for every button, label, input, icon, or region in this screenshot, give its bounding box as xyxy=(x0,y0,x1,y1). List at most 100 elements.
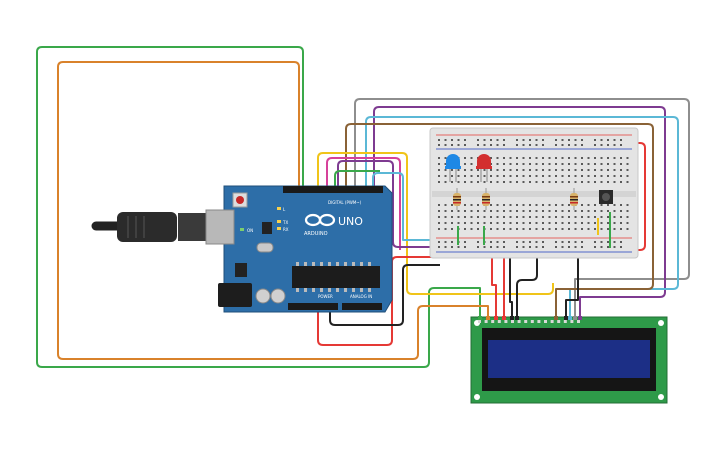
breadboard-hole xyxy=(522,210,525,212)
breadboard-hole xyxy=(438,139,440,141)
breadboard-hole xyxy=(568,169,570,171)
breadboard-hole xyxy=(444,204,447,206)
breadboard-hole xyxy=(438,228,440,230)
breadboard-hole xyxy=(613,169,616,171)
breadboard-hole xyxy=(581,210,583,212)
breadboard-hole xyxy=(600,204,603,206)
breadboard-hole xyxy=(620,175,622,177)
breadboard-hole xyxy=(568,228,570,230)
breadboard-hole xyxy=(509,175,512,177)
breadboard-hole xyxy=(574,210,577,212)
lcd-pin xyxy=(537,320,541,323)
breadboard-hole xyxy=(613,222,616,224)
breadboard-hole xyxy=(522,181,525,183)
breadboard-hole xyxy=(561,157,564,159)
breadboard-hole xyxy=(613,175,616,177)
breadboard-hole xyxy=(444,241,447,243)
breadboard-hole xyxy=(548,157,551,159)
breadboard-hole xyxy=(509,216,512,218)
breadboard-hole xyxy=(600,144,603,146)
breadboard-hole xyxy=(464,228,466,230)
breadboard-hole xyxy=(496,144,499,146)
breadboard-hole xyxy=(626,216,629,218)
breadboard-hole xyxy=(438,204,440,206)
breadboard-hole xyxy=(594,157,596,159)
breadboard-hole xyxy=(529,175,531,177)
breadboard-hole xyxy=(600,139,603,141)
breadboard-hole xyxy=(613,241,616,243)
breadboard-hole xyxy=(594,181,596,183)
breadboard-hole xyxy=(620,241,622,243)
breadboard-hole xyxy=(600,228,603,230)
breadboard-hole xyxy=(477,216,479,218)
breadboard-hole xyxy=(503,144,505,146)
breadboard-hole xyxy=(535,169,538,171)
breadboard-hole xyxy=(464,163,466,165)
breadboard-hole xyxy=(620,222,622,224)
breadboard-hole xyxy=(613,139,616,141)
breadboard-hole xyxy=(581,241,583,243)
breadboard-hole xyxy=(542,157,544,159)
breadboard-hole xyxy=(483,222,486,224)
on-label: ON xyxy=(247,228,253,233)
breadboard-hole xyxy=(503,228,505,230)
breadboard-hole xyxy=(607,157,609,159)
breadboard-hole xyxy=(438,241,440,243)
breadboard-hole xyxy=(444,157,447,159)
breadboard-hole xyxy=(470,210,473,212)
power-label: POWER xyxy=(318,294,333,299)
wire-pink xyxy=(326,157,401,250)
lcd-pin xyxy=(577,320,580,323)
breadboard-hole xyxy=(457,210,460,212)
breadboard-hole xyxy=(548,175,551,177)
breadboard-hole xyxy=(444,169,447,171)
breadboard-hole xyxy=(620,169,622,171)
breadboard-hole xyxy=(490,169,492,171)
breadboard-hole xyxy=(587,228,590,230)
breadboard-hole xyxy=(529,222,531,224)
breadboard-hole xyxy=(535,216,538,218)
breadboard-hole xyxy=(607,144,609,146)
breadboard-hole xyxy=(594,246,596,248)
breadboard-hole xyxy=(607,210,609,212)
breadboard-hole xyxy=(451,210,453,212)
breadboard-hole xyxy=(516,228,518,230)
breadboard-hole xyxy=(490,175,492,177)
breadboard-hole xyxy=(503,139,505,141)
breadboard-hole xyxy=(561,144,564,146)
breadboard-hole xyxy=(620,246,622,248)
breadboard-hole xyxy=(561,204,564,206)
breadboard-hole xyxy=(542,175,544,177)
breadboard-hole xyxy=(561,246,564,248)
wire-black-lcd-2 xyxy=(516,252,538,318)
breadboard-hole xyxy=(535,246,538,248)
breadboard-hole xyxy=(477,204,479,206)
breadboard-hole xyxy=(568,144,570,146)
breadboard-hole xyxy=(477,228,479,230)
breadboard-hole xyxy=(548,169,551,171)
breadboard-hole xyxy=(535,204,538,206)
breadboard-hole xyxy=(438,157,440,159)
arduino-uno-board: UNO ARDUINO DIGITAL (PWM~) POWER ANALOG … xyxy=(205,185,393,313)
breadboard-hole xyxy=(581,216,583,218)
breadboard-hole xyxy=(620,163,622,165)
lcd-screen xyxy=(488,340,650,378)
breadboard-hole xyxy=(477,175,479,177)
breadboard-hole xyxy=(509,181,512,183)
breadboard-hole xyxy=(470,228,473,230)
breadboard-hole xyxy=(561,175,564,177)
breadboard-hole xyxy=(626,163,629,165)
breadboard-hole xyxy=(457,216,460,218)
breadboard-hole xyxy=(509,204,512,206)
breadboard-hole xyxy=(470,175,473,177)
breadboard-hole xyxy=(444,139,447,141)
breadboard-hole xyxy=(496,228,499,230)
breadboard-hole xyxy=(470,163,473,165)
breadboard-hole xyxy=(542,241,544,243)
breadboard-hole xyxy=(561,169,564,171)
breadboard-hole xyxy=(444,144,447,146)
breadboard-hole xyxy=(438,246,440,248)
breadboard-hole xyxy=(496,181,499,183)
breadboard-hole xyxy=(522,204,525,206)
breadboard-hole xyxy=(516,175,518,177)
